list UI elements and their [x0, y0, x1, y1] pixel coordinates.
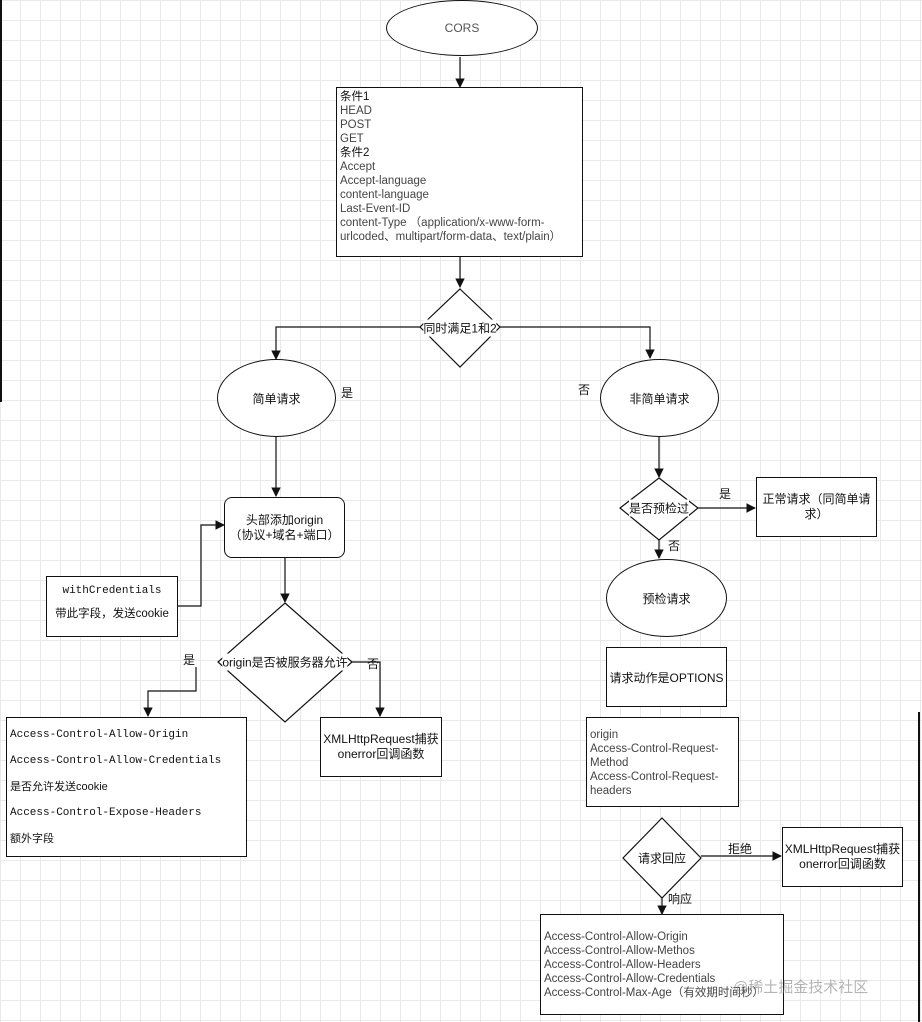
edge-label-respond: 响应 — [668, 892, 693, 906]
preflighted-label: 是否预检过 — [628, 499, 690, 517]
preflight-headers-line: Access-Control-Request- — [590, 771, 719, 783]
edge-credentials-addorigin — [178, 520, 225, 607]
conditions-line: 条件2 — [340, 147, 370, 159]
xhr-error2-line2: onerror回调函数 — [799, 857, 886, 871]
edge-label-yes-simple: 是 — [341, 386, 354, 400]
edge-diamond-nonsimple — [500, 326, 655, 359]
response-headers-line: Access-Control-Allow-Credentials — [544, 973, 716, 985]
diamond-request-response — [622, 817, 702, 899]
allow-headers-line: 额外字段 — [10, 833, 54, 845]
xhr-error-box: XMLHttpRequest捕获 onerror回调函数 — [320, 717, 442, 777]
with-credentials-line2: 带此字段，发送cookie — [55, 608, 169, 620]
allow-headers-line: Access-Control-Expose-Headers — [10, 807, 202, 819]
edge-label-yes-allowed: 是 — [183, 653, 196, 667]
origin-allowed-label: origin是否被服务器允许 — [222, 653, 348, 671]
edge-allowed-yes — [143, 667, 197, 717]
xhr-error-box-2: XMLHttpRequest捕获 onerror回调函数 — [782, 827, 903, 887]
conditions-line: urlcoded、multipart/form-data、text/plain） — [340, 231, 562, 243]
response-headers-line: Access-Control-Max-Age（有效期时间秒） — [544, 987, 764, 999]
normal-request-box: 正常请求（同简单请求） — [756, 477, 877, 537]
watermark: @稀土掘金技术社区 — [733, 979, 869, 996]
edge-label-reject: 拒绝 — [728, 842, 753, 856]
response-headers-line: Access-Control-Allow-Methos — [544, 945, 695, 957]
edge-label-no-allowed: 否 — [367, 657, 380, 671]
request-response-label: 请求回应 — [637, 851, 687, 866]
conditions-line: content-language — [340, 189, 429, 201]
edge-label-yes-preflighted: 是 — [719, 487, 732, 501]
edge-label-no-preflighted: 否 — [668, 539, 681, 553]
options-method-box: 请求动作是OPTIONS — [606, 647, 727, 707]
preflight-headers-line: Method — [590, 757, 629, 769]
preflight-headers-line: Access-Control-Request- — [590, 743, 719, 755]
cors-node: CORS — [386, 0, 538, 56]
allow-headers-line: 是否允许发送cookie — [10, 781, 108, 793]
conditions-line: content-Type （application/x-www-form- — [340, 217, 545, 229]
add-origin-line1: 头部添加origin — [245, 512, 324, 527]
response-headers-line: Access-Control-Allow-Origin — [544, 931, 688, 943]
conditions-line: Accept — [340, 161, 376, 173]
xhr-error2-line1: XMLHttpRequest捕获 — [784, 842, 901, 856]
conditions-line: GET — [340, 133, 364, 145]
response-headers-line: Access-Control-Allow-Headers — [544, 959, 701, 971]
with-credentials-line1: withCredentials — [62, 585, 162, 597]
preflight-request-node: 预检请求 — [606, 559, 727, 637]
edge-diamond-simple — [271, 326, 420, 360]
add-origin-line2: （协议+域名+端口） — [229, 527, 340, 542]
preflight-headers-line: headers — [590, 785, 632, 797]
simple-request-node: 简单请求 — [217, 359, 336, 437]
conditions-line: HEAD — [340, 105, 372, 117]
conditions-line: POST — [340, 119, 372, 131]
preflight-headers-line: origin — [590, 729, 619, 741]
edge-label-no-simple: 否 — [578, 383, 591, 397]
add-origin-box: 头部添加origin （协议+域名+端口） — [224, 497, 345, 558]
xhr-error-line2: onerror回调函数 — [337, 747, 425, 761]
xhr-error-line1: XMLHttpRequest捕获 — [323, 732, 439, 746]
both-satisfied-label: 同时满足1和2 — [423, 319, 497, 337]
with-credentials-box: withCredentials 带此字段，发送cookie — [46, 576, 178, 637]
conditions-line: Accept-language — [340, 175, 427, 187]
allow-headers-line: Access-Control-Allow-Credentials — [10, 755, 222, 767]
non-simple-request-node: 非简单请求 — [600, 359, 719, 437]
edge-allowed-no — [352, 661, 385, 717]
conditions-line: 条件1 — [340, 91, 370, 103]
allow-headers-line: Access-Control-Allow-Origin — [10, 729, 189, 741]
conditions-line: Last-Event-ID — [340, 203, 411, 215]
